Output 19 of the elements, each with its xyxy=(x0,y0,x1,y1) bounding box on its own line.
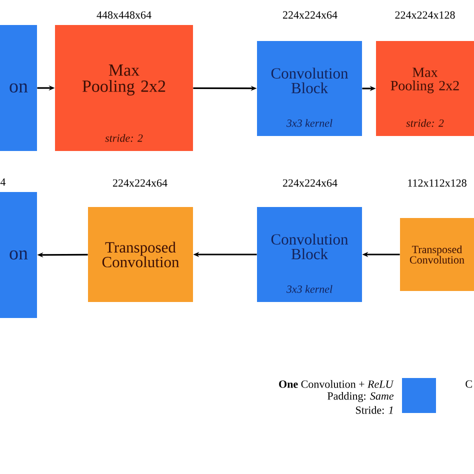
layer-box: Max Pooling 2x2 stride: 2 xyxy=(376,41,474,136)
layer-box: on xyxy=(0,25,37,151)
size-label: 448x448x64 xyxy=(96,11,152,19)
size-label: 224x224x64 xyxy=(112,179,168,187)
legend-text: One Convolution + ReLU xyxy=(279,380,394,388)
size-label: 4 xyxy=(0,178,6,186)
layer-box: Transposed Convolution xyxy=(400,218,474,291)
size-label: 112x112x128 xyxy=(408,179,466,187)
layer-box: Convolution Block 3x3 kernel xyxy=(257,41,362,136)
layer-box: Convolution Block 3x3 kernel xyxy=(257,207,362,302)
layer-box: on xyxy=(0,192,37,318)
legend-text: Padding: Same xyxy=(328,392,394,402)
legend-text: Stride: 1 xyxy=(356,406,393,414)
legend-text: C xyxy=(466,380,472,388)
layer-box: Max Pooling 2x2 stride: 2 xyxy=(55,25,193,151)
layer-box: Transposed Convolution xyxy=(88,207,193,302)
size-label: 224x224x128 xyxy=(395,11,455,19)
size-label: 224x224x64 xyxy=(283,179,338,187)
size-label: 224x224x64 xyxy=(283,11,338,19)
